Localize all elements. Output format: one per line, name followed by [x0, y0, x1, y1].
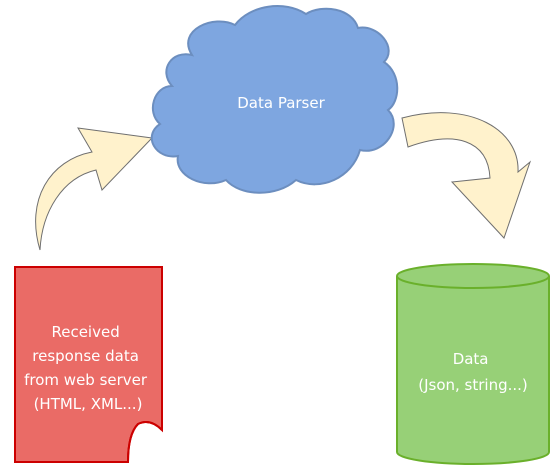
document-curl	[127, 421, 163, 463]
response-document-label: Received response data from web server (…	[24, 323, 152, 413]
cylinder-top-rim	[396, 275, 550, 289]
response-line-4: (HTML, XML...)	[34, 395, 143, 413]
data-cylinder-label: Data (Json, string...)	[418, 350, 528, 394]
arrow-parser-to-output	[401, 112, 532, 239]
response-document: Received response data from web server (…	[14, 266, 163, 463]
data-parser-label: Data Parser	[237, 94, 325, 112]
response-line-1: Received	[51, 323, 119, 341]
data-cylinder: Data (Json, string...)	[396, 263, 550, 465]
response-line-2: response data	[32, 347, 139, 365]
cylinder-body	[396, 263, 550, 465]
response-line-3: from web server	[24, 371, 148, 389]
arrow-source-to-parser	[35, 127, 154, 251]
data-line-2: (Json, string...)	[418, 376, 528, 394]
data-parser-cloud: Data Parser	[150, 5, 399, 194]
cloud-shape	[150, 5, 399, 194]
data-line-1: Data	[453, 350, 489, 368]
